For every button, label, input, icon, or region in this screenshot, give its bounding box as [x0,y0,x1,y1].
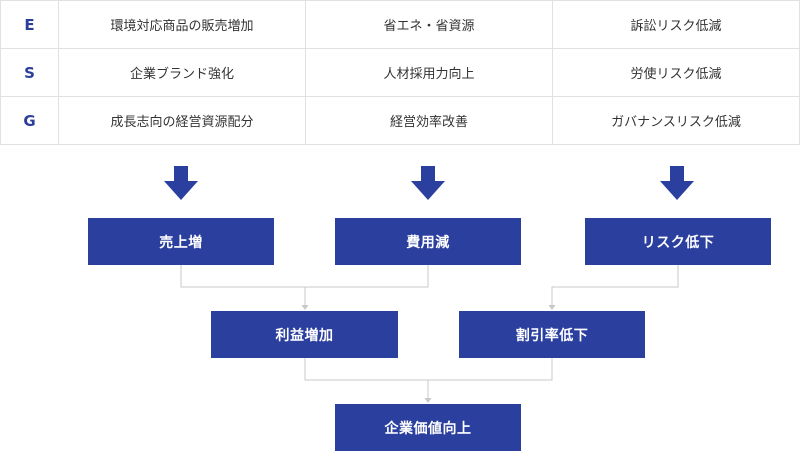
box-revenue-increase: 売上増 [88,218,274,265]
connector-arrowhead-icon [548,305,556,310]
esg-table: E 環境対応商品の販売増加 省エネ・省資源 訴訟リスク低減 S 企業ブランド強化… [0,0,800,145]
box-profit-increase: 利益増加 [211,311,398,358]
connector-line-to-discount [551,265,679,305]
connector-arrowhead-icon [424,398,432,403]
esg-cell-g-1: 成長志向の経営資源配分 [58,96,306,145]
esg-letter-e: E [0,0,59,49]
box-cost-reduction: 費用減 [335,218,521,265]
box-corporate-value-increase: 企業価値向上 [335,404,521,451]
esg-cell-g-2: 経営効率改善 [305,96,553,145]
esg-row-g: G 成長志向の経営資源配分 経営効率改善 ガバナンスリスク低減 [0,96,800,145]
box-risk-reduction: リスク低下 [585,218,771,265]
down-arrow-icon [660,166,694,200]
down-arrow-icon [411,166,445,200]
esg-cell-g-3: ガバナンスリスク低減 [552,96,800,145]
down-arrow-icon [164,166,198,200]
esg-cell-s-1: 企業ブランド強化 [58,48,306,97]
connector-arrowhead-icon [301,305,309,310]
esg-cell-s-2: 人材採用力向上 [305,48,553,97]
box-discount-rate-decrease: 割引率低下 [459,311,645,358]
esg-letter-s: S [0,48,59,97]
esg-cell-s-3: 労使リスク低減 [552,48,800,97]
connector-line-level1-left [180,265,429,288]
esg-row-s: S 企業ブランド強化 人材採用力向上 労使リスク低減 [0,48,800,97]
connector-line-level2 [304,358,553,381]
